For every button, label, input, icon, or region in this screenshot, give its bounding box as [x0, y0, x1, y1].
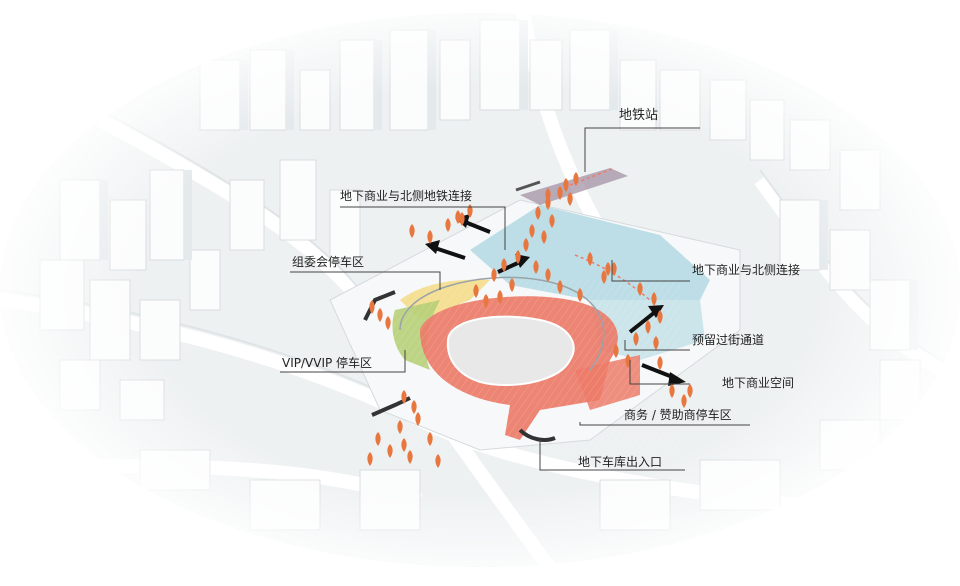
- people-markers: [367, 172, 693, 468]
- label-sponsor-parking: 商务 / 赞助商停车区: [624, 408, 732, 422]
- person-marker: [657, 310, 663, 324]
- arrow-north-west: [425, 240, 466, 260]
- arrow-east: [641, 363, 686, 386]
- person-marker: [577, 288, 583, 302]
- person-marker: [409, 224, 415, 238]
- person-marker: [411, 400, 417, 414]
- person-marker: [563, 178, 569, 192]
- person-marker: [427, 230, 433, 244]
- person-marker: [645, 320, 651, 334]
- person-marker: [459, 212, 465, 226]
- person-marker: [401, 390, 407, 404]
- label-reserved-crossing: 预留过街通道: [692, 333, 765, 347]
- person-marker: [657, 356, 663, 370]
- person-marker: [605, 262, 611, 276]
- person-marker: [573, 172, 579, 186]
- person-marker: [653, 336, 659, 350]
- person-marker: [625, 354, 631, 368]
- leader-lines: [280, 127, 750, 471]
- person-marker: [415, 412, 421, 426]
- person-marker: [651, 292, 657, 306]
- person-marker: [567, 192, 573, 206]
- person-marker: [509, 278, 515, 292]
- person-marker: [407, 450, 413, 464]
- person-marker: [529, 224, 535, 238]
- person-marker: [669, 384, 675, 398]
- person-marker: [501, 258, 507, 272]
- person-marker: [611, 262, 617, 276]
- person-marker: [401, 438, 407, 452]
- person-marker: [497, 290, 503, 304]
- ramp-south: [518, 428, 556, 442]
- person-marker: [369, 300, 375, 314]
- person-marker: [633, 332, 639, 346]
- label-metro-station: 地铁站: [619, 108, 659, 123]
- person-marker: [491, 268, 497, 282]
- person-marker: [557, 186, 563, 200]
- label-vip-parking: VIP/VVIP 停车区: [282, 356, 373, 370]
- person-marker: [545, 268, 551, 282]
- person-marker: [387, 444, 393, 458]
- person-marker: [377, 308, 383, 322]
- person-marker: [587, 252, 593, 266]
- person-marker: [681, 394, 687, 408]
- person-marker: [375, 432, 381, 446]
- person-marker: [601, 270, 607, 284]
- person-marker: [435, 454, 441, 468]
- person-marker: [397, 420, 403, 434]
- person-marker: [541, 230, 547, 244]
- label-committee-parking: 组委会停车区: [292, 255, 365, 269]
- person-marker: [613, 344, 619, 358]
- person-marker: [533, 260, 539, 274]
- person-marker: [523, 238, 529, 252]
- person-marker: [473, 284, 479, 298]
- person-marker: [637, 282, 643, 296]
- person-marker: [367, 452, 373, 466]
- person-marker: [549, 214, 555, 228]
- person-marker: [535, 206, 541, 220]
- stadium-field: [446, 315, 575, 386]
- person-marker: [385, 316, 391, 330]
- person-marker: [445, 218, 451, 232]
- person-marker: [483, 294, 489, 308]
- arrow-northeast: [628, 305, 664, 334]
- ramp-northwest: [363, 290, 396, 321]
- person-marker: [427, 432, 433, 446]
- person-marker: [515, 250, 521, 264]
- person-marker: [545, 188, 551, 202]
- label-garage-entrance: 地下车库出入口: [578, 455, 663, 469]
- label-underground-commercial-space: 地下商业空间: [722, 376, 795, 390]
- stadium-rim: [399, 276, 605, 371]
- person-marker: [687, 384, 693, 398]
- person-marker: [557, 280, 563, 294]
- person-marker: [455, 210, 461, 224]
- label-underground-commerce-north: 地下商业与北侧连接: [692, 263, 801, 277]
- metro-link-dashed: [574, 254, 651, 301]
- label-underground-commerce-north-metro: 地下商业与北侧地铁连接: [340, 189, 473, 203]
